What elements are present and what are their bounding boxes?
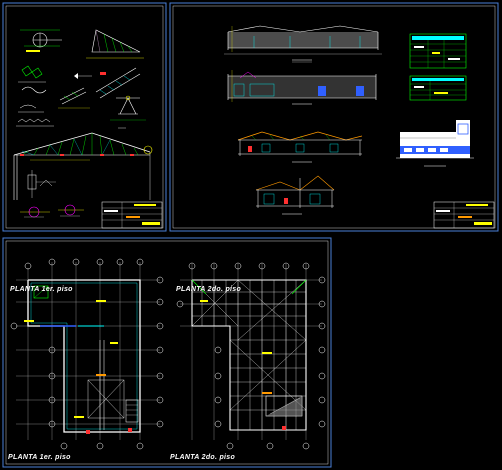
elevation-second <box>227 70 377 105</box>
schedule-table-bottom <box>409 75 467 101</box>
column-base-details <box>20 170 84 218</box>
first-floor-plan-title: PLANTA 1er. piso <box>8 454 71 461</box>
clip-details <box>18 65 47 113</box>
support-detail <box>110 95 146 121</box>
title-block-elevations <box>433 201 495 229</box>
roof-sheet-detail <box>16 118 54 127</box>
detail-callout-top <box>20 29 62 52</box>
truss-triangle-detail <box>86 29 144 59</box>
purlin-detail <box>58 87 90 109</box>
title-block-details <box>101 201 163 229</box>
elevation-top <box>224 25 382 63</box>
section-bottom <box>255 175 335 215</box>
lattice-truss-detail <box>74 67 141 99</box>
floor-plan-second <box>176 262 326 450</box>
first-floor-plan-title-top: PLANTA 1er. piso <box>10 286 73 293</box>
main-truss-elevation <box>13 127 153 200</box>
sheet-elevations <box>169 2 499 232</box>
floor-plan-first <box>10 258 164 450</box>
sheet-plans <box>2 237 332 468</box>
elevation-third <box>237 131 363 163</box>
schedule-table-top <box>409 33 467 69</box>
second-floor-plan-title: PLANTA 2do. piso <box>170 454 236 461</box>
facade-elevation <box>396 120 474 167</box>
second-floor-plan-title-top: PLANTA 2do. piso <box>176 286 242 293</box>
sheet-details <box>2 2 167 232</box>
